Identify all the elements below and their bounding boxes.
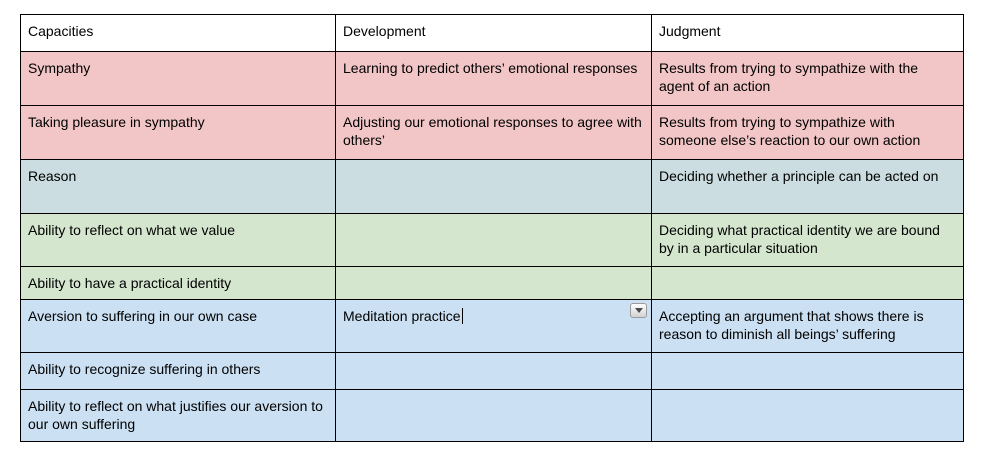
cell-development[interactable] (335, 213, 652, 267)
cell-development[interactable] (335, 266, 652, 300)
cell-development[interactable] (335, 352, 652, 390)
table-row-sympathy: Sympathy Learning to predict others’ emo… (20, 51, 964, 106)
cell-judgment[interactable]: Results from trying to sympathize with s… (651, 105, 964, 160)
table-row-practical-identity: Ability to have a practical identity (20, 266, 964, 300)
cell-development[interactable] (335, 159, 652, 214)
active-cell-text: Meditation practice (343, 308, 461, 324)
cell-judgment[interactable] (651, 389, 964, 442)
cell-development[interactable] (335, 389, 652, 442)
cell-capacities[interactable]: Ability to reflect on what justifies our… (20, 389, 336, 442)
capacities-table: Capacities Development Judgment Sympathy… (20, 14, 964, 442)
document-page: Capacities Development Judgment Sympathy… (0, 14, 985, 457)
cell-judgment[interactable]: Results from trying to sympathize with t… (651, 51, 964, 106)
cell-capacities[interactable]: Ability to have a practical identity (20, 266, 336, 300)
cell-judgment[interactable] (651, 352, 964, 390)
table-row-recognize-suffering: Ability to recognize suffering in others (20, 352, 964, 390)
cell-capacities[interactable]: Ability to recognize suffering in others (20, 352, 336, 390)
cell-dropdown-button[interactable] (630, 303, 647, 318)
cell-judgment[interactable]: Deciding whether a principle can be acte… (651, 159, 964, 214)
header-cell-capacities[interactable]: Capacities (20, 14, 336, 52)
cell-development[interactable]: Adjusting our emotional responses to agr… (335, 105, 652, 160)
cell-capacities[interactable]: Reason (20, 159, 336, 214)
table-row-taking-pleasure: Taking pleasure in sympathy Adjusting ou… (20, 105, 964, 160)
cell-judgment[interactable]: Deciding what practical identity we are … (651, 213, 964, 267)
cell-judgment[interactable]: Accepting an argument that shows there i… (651, 299, 964, 353)
header-cell-development[interactable]: Development (335, 14, 652, 52)
cell-capacities[interactable]: Sympathy (20, 51, 336, 106)
table-row-reason: Reason Deciding whether a principle can … (20, 159, 964, 214)
table-row-reflect-value: Ability to reflect on what we value Deci… (20, 213, 964, 267)
cell-capacities[interactable]: Aversion to suffering in our own case (20, 299, 336, 353)
header-cell-judgment[interactable]: Judgment (651, 14, 964, 52)
chevron-down-icon (634, 308, 643, 313)
text-caret (461, 308, 464, 324)
table-header-row: Capacities Development Judgment (20, 14, 964, 52)
cell-development[interactable]: Learning to predict others’ emotional re… (335, 51, 652, 106)
cell-capacities[interactable]: Taking pleasure in sympathy (20, 105, 336, 160)
cell-judgment[interactable] (651, 266, 964, 300)
table-row-reflect-justifies: Ability to reflect on what justifies our… (20, 389, 964, 442)
cell-capacities[interactable]: Ability to reflect on what we value (20, 213, 336, 267)
table-row-aversion-suffering: Aversion to suffering in our own case Me… (20, 299, 964, 353)
cell-development-active[interactable]: Meditation practice (335, 299, 652, 353)
